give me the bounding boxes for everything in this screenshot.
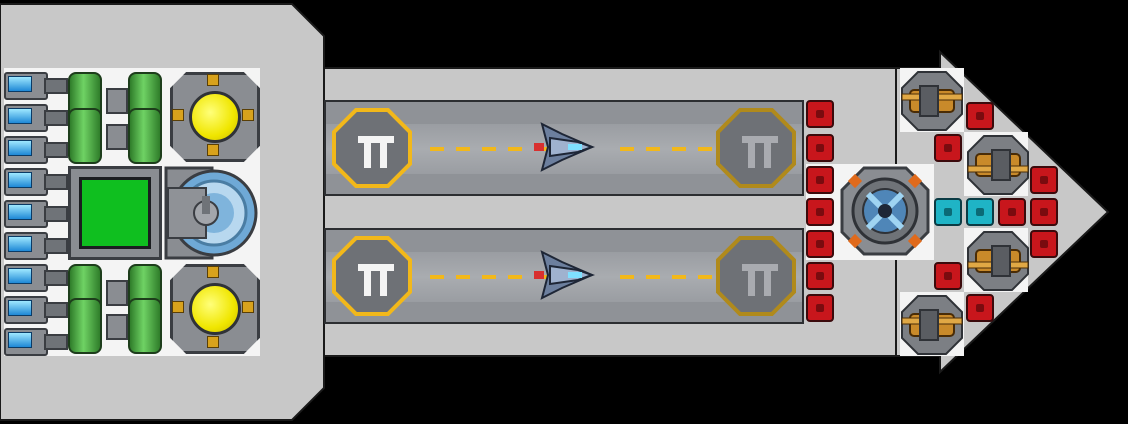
ammo-box-icon[interactable]	[806, 134, 834, 162]
ammo-box-icon[interactable]	[1030, 198, 1058, 226]
thruster-icon[interactable]	[4, 102, 68, 132]
reactor-icon[interactable]	[166, 260, 260, 354]
cannon-turret-icon[interactable]	[966, 134, 1030, 196]
reactor-icon[interactable]	[166, 68, 260, 162]
landing-pad-icon[interactable]	[716, 236, 796, 316]
fighter-ship-icon[interactable]	[532, 116, 596, 178]
control-screen-icon[interactable]	[68, 166, 162, 260]
ammo-box-icon[interactable]	[806, 294, 834, 322]
ammo-box-icon[interactable]	[934, 198, 962, 226]
landing-pad-icon[interactable]	[332, 108, 412, 188]
ammo-box-icon[interactable]	[998, 198, 1026, 226]
ammo-box-icon[interactable]	[806, 262, 834, 290]
sensor-core-icon[interactable]	[838, 164, 932, 258]
reactor-core	[189, 283, 241, 335]
ammo-box-icon[interactable]	[966, 198, 994, 226]
thruster-icon[interactable]	[4, 134, 68, 164]
cannon-turret-icon[interactable]	[900, 294, 964, 356]
reactor-core	[189, 91, 241, 143]
cannon-turret-icon[interactable]	[966, 230, 1030, 292]
control-screen	[79, 177, 151, 249]
fuel-barrel-icon[interactable]	[68, 106, 162, 166]
ammo-box-icon[interactable]	[966, 294, 994, 322]
ammo-box-icon[interactable]	[966, 102, 994, 130]
hangar-bay-icon[interactable]	[324, 100, 804, 196]
fuel-barrel-icon[interactable]	[68, 296, 162, 356]
ammo-box-icon[interactable]	[1030, 166, 1058, 194]
ammo-box-icon[interactable]	[806, 166, 834, 194]
ammo-box-icon[interactable]	[1030, 230, 1058, 258]
cannon-turret-icon[interactable]	[900, 70, 964, 132]
thruster-icon[interactable]	[4, 326, 68, 356]
ammo-box-icon[interactable]	[934, 262, 962, 290]
ammo-box-icon[interactable]	[934, 134, 962, 162]
thruster-icon[interactable]	[4, 262, 68, 292]
thruster-icon[interactable]	[4, 198, 68, 228]
landing-pad-icon[interactable]	[332, 236, 412, 316]
thruster-icon[interactable]	[4, 166, 68, 196]
ammo-box-icon[interactable]	[806, 230, 834, 258]
thruster-icon[interactable]	[4, 230, 68, 260]
thruster-icon[interactable]	[4, 294, 68, 324]
landing-pad-icon[interactable]	[716, 108, 796, 188]
ammo-box-icon[interactable]	[806, 100, 834, 128]
shield-generator-icon[interactable]	[164, 166, 258, 260]
hangar-bay-icon[interactable]	[324, 228, 804, 324]
ammo-box-icon[interactable]	[806, 198, 834, 226]
fighter-ship-icon[interactable]	[532, 244, 596, 306]
thruster-icon[interactable]	[4, 70, 68, 100]
